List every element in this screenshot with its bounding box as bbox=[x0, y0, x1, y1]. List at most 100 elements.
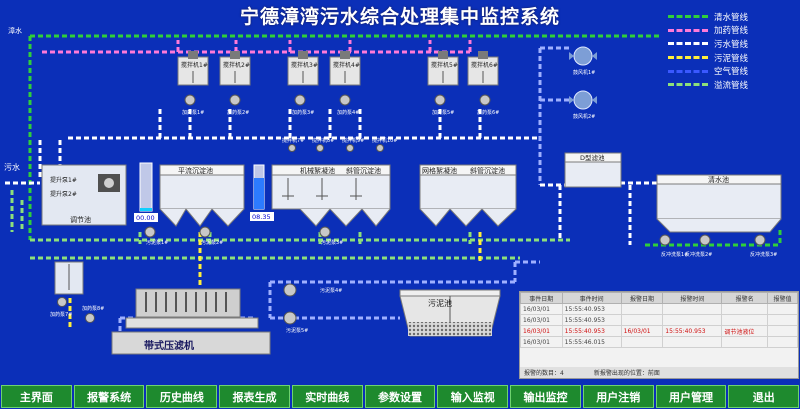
mesh-flocculation-label: 网格絮凝池 bbox=[422, 166, 457, 175]
level-1-readout: 00.00 bbox=[136, 214, 155, 222]
mixer-10[interactable]: 搅拌机10# bbox=[372, 137, 398, 152]
air-pipe bbox=[540, 183, 632, 245]
mixer-8-label: 搅拌机8# bbox=[312, 137, 334, 144]
nav-input-monitor-button[interactable]: 输入监视 bbox=[437, 385, 509, 408]
nav-output-monitor-button[interactable]: 输出监控 bbox=[510, 385, 581, 408]
dosing-pump-4[interactable]: 加药泵4# bbox=[337, 94, 359, 116]
clear-water-tank[interactable]: 清水池 bbox=[656, 174, 782, 233]
sludge-pump-3[interactable]: 污泥泵3# bbox=[319, 226, 343, 246]
mixer-4[interactable]: 搅拌机4# bbox=[329, 51, 361, 86]
nav-alarm-button[interactable]: 报警系统 bbox=[73, 385, 145, 408]
level-indicator-1: 00.00 bbox=[134, 162, 158, 222]
alarm-row[interactable]: 16/03/01 15:55:40.953 bbox=[520, 314, 799, 326]
nav-toolbar: 主界面 报警系统 历史曲线 报表生成 实时曲线 参数设置 输入监视 输出监控 用… bbox=[0, 384, 800, 409]
alarm-header: 报警时间 bbox=[662, 292, 723, 304]
mixer-6[interactable]: 搅拌机6# bbox=[467, 51, 499, 86]
inclined-tank-2-label: 斜管沉淀池 bbox=[470, 166, 505, 175]
mixer-row: 搅拌机1# 搅拌机2# 搅拌机3# 搅拌机4# 搅拌机5# 搅拌机6# bbox=[177, 51, 499, 86]
filter-tank[interactable]: D型滤池 bbox=[564, 152, 622, 188]
dosing-pump-1[interactable]: 加药泵1# bbox=[182, 94, 204, 116]
alarm-row[interactable]: 16/03/01 15:55:40.953 16/03/01 15:55:40.… bbox=[520, 325, 799, 337]
legend-label: 清水管线 bbox=[714, 12, 749, 23]
dosing-pump-8[interactable]: 加药泵8# bbox=[82, 305, 104, 323]
blower-2[interactable]: 鼓风机2# bbox=[569, 90, 597, 120]
blower-1[interactable]: 鼓风机1# bbox=[569, 46, 597, 76]
legend-swatch bbox=[668, 28, 708, 32]
dosing-pump-8-label: 加药泵8# bbox=[82, 305, 104, 312]
legend-item: 溢流管线 bbox=[668, 78, 798, 92]
dosing-pump-6[interactable]: 加药泵6# bbox=[477, 94, 499, 116]
alarm-row[interactable]: 16/03/01 15:55:40.953 bbox=[520, 303, 799, 315]
sludge-pump-5-label: 污泥泵5# bbox=[286, 327, 308, 334]
legend-swatch bbox=[668, 56, 708, 60]
alarm-row[interactable]: 16/03/01 15:55:46.015 bbox=[520, 336, 799, 348]
lift-pump-2-label: 提升泵2# bbox=[50, 190, 77, 198]
legend-swatch bbox=[668, 42, 708, 46]
dosing-pump-row: 加药泵1# 加药泵2# 加药泵3# 加药泵4# 加药泵5# 加药泵6# bbox=[182, 94, 499, 116]
sludge-tank[interactable]: 污泥池 bbox=[399, 289, 501, 337]
nav-realtime-button[interactable]: 实时曲线 bbox=[291, 385, 363, 408]
sludge-pump-1[interactable]: 污泥泵1# bbox=[144, 226, 168, 246]
mixer-3[interactable]: 搅拌机3# bbox=[287, 51, 319, 86]
nav-main-button[interactable]: 主界面 bbox=[1, 385, 72, 408]
backwash-pump-2[interactable]: 反冲洗泵2# bbox=[685, 234, 712, 258]
dosing-pump-3[interactable]: 加药泵3# bbox=[292, 94, 314, 116]
alarm-cell: 15:55:40.953 bbox=[561, 325, 622, 337]
legend-swatch bbox=[668, 15, 708, 19]
lift-pump-1-label: 提升泵1# bbox=[50, 176, 77, 184]
air-pipe bbox=[268, 280, 515, 320]
dosing-pump-1-label: 加药泵1# bbox=[182, 109, 204, 116]
sludge-pump-4[interactable]: 污泥泵4# bbox=[283, 283, 342, 297]
dosing-pump-5[interactable]: 加药泵5# bbox=[432, 94, 454, 116]
alarm-header: 事件日期 bbox=[520, 292, 563, 304]
sludge-pump-5[interactable]: 污泥泵5# bbox=[283, 311, 308, 334]
inclined-tank-1-label: 斜管沉淀池 bbox=[346, 166, 381, 175]
dosing-tank-left[interactable]: 加药泵7# 加药泵8# bbox=[50, 261, 104, 323]
sludge-pumps: 污泥泵1# 污泥泵2# 污泥泵3# 污泥泵4# 污泥泵5# bbox=[144, 226, 343, 334]
mixer-7[interactable]: 搅拌机7# bbox=[282, 137, 304, 152]
sludge-pump-2[interactable]: 污泥泵2# bbox=[199, 226, 223, 246]
nav-report-button[interactable]: 报表生成 bbox=[219, 385, 290, 408]
legend-item: 加药管线 bbox=[668, 24, 798, 38]
alarm-panel[interactable]: 事件日期 事件时间 报警日期 报警时间 报警名 报警值 16/03/01 15:… bbox=[519, 291, 799, 379]
alarm-cell: 16/03/01 bbox=[520, 325, 563, 337]
mixer-8[interactable]: 搅拌机8# bbox=[312, 137, 334, 152]
mixer-5[interactable]: 搅拌机5# bbox=[427, 51, 459, 86]
dosing-pump-2[interactable]: 加药泵2# bbox=[227, 94, 249, 116]
alarm-cell: 16/03/01 bbox=[520, 314, 563, 326]
alarm-cell bbox=[662, 336, 723, 348]
dosing-pump-7-label: 加药泵7# bbox=[50, 311, 72, 318]
nav-user-manage-button[interactable]: 用户管理 bbox=[655, 385, 727, 408]
backwash-pump-3[interactable]: 反冲洗泵3# bbox=[750, 234, 777, 258]
nav-settings-button[interactable]: 参数设置 bbox=[364, 385, 436, 408]
nav-history-button[interactable]: 历史曲线 bbox=[146, 385, 218, 408]
mixer-2-label: 搅拌机2# bbox=[223, 61, 250, 69]
backwash-pump-2-label: 反冲洗泵2# bbox=[685, 251, 712, 258]
alarm-cell bbox=[662, 314, 723, 326]
equalization-tank[interactable]: 提升泵1# 提升泵2# 调节池 bbox=[41, 164, 127, 226]
flow-sedimentation-tank[interactable]: 平流沉淀池 bbox=[159, 164, 245, 227]
mechanical-flocculation-tank[interactable]: 机械絮凝池 斜管沉淀池 bbox=[271, 164, 391, 227]
mixer-9[interactable]: 搅拌机9# bbox=[342, 137, 364, 152]
backwash-pump-1[interactable]: 反冲洗泵1# bbox=[659, 234, 688, 258]
nav-exit-button[interactable]: 退出 bbox=[728, 385, 800, 408]
mixer-6-label: 搅拌机6# bbox=[471, 61, 498, 69]
mesh-flocculation-tank[interactable]: 网格絮凝池 斜管沉淀池 bbox=[419, 164, 517, 227]
mixer-2[interactable]: 搅拌机2# bbox=[219, 51, 251, 86]
alarm-count: 报警的数目：4 bbox=[524, 370, 564, 377]
legend-label: 空气管线 bbox=[714, 67, 749, 78]
alarm-header: 事件时间 bbox=[561, 292, 622, 304]
dosing-pump-7[interactable]: 加药泵7# bbox=[50, 297, 72, 319]
nav-logout-button[interactable]: 用户注销 bbox=[582, 385, 654, 408]
air-pipe bbox=[538, 46, 570, 185]
sludge-pump-4-label: 污泥泵4# bbox=[320, 287, 342, 294]
blower-1-label: 鼓风机1# bbox=[573, 69, 595, 76]
backwash-pump-1-label: 反冲洗泵1# bbox=[661, 251, 688, 258]
alarm-header: 报警名 bbox=[721, 292, 768, 304]
legend-label: 污水管线 bbox=[714, 39, 749, 50]
backwash-pump-3-label: 反冲洗泵3# bbox=[750, 251, 777, 258]
belt-filter-press[interactable]: 带式压滤机 bbox=[111, 288, 271, 355]
legend-label: 污泥管线 bbox=[714, 53, 749, 64]
alarm-cell: 16/03/01 bbox=[520, 303, 563, 315]
mixer-1[interactable]: 搅拌机1# bbox=[177, 51, 209, 86]
